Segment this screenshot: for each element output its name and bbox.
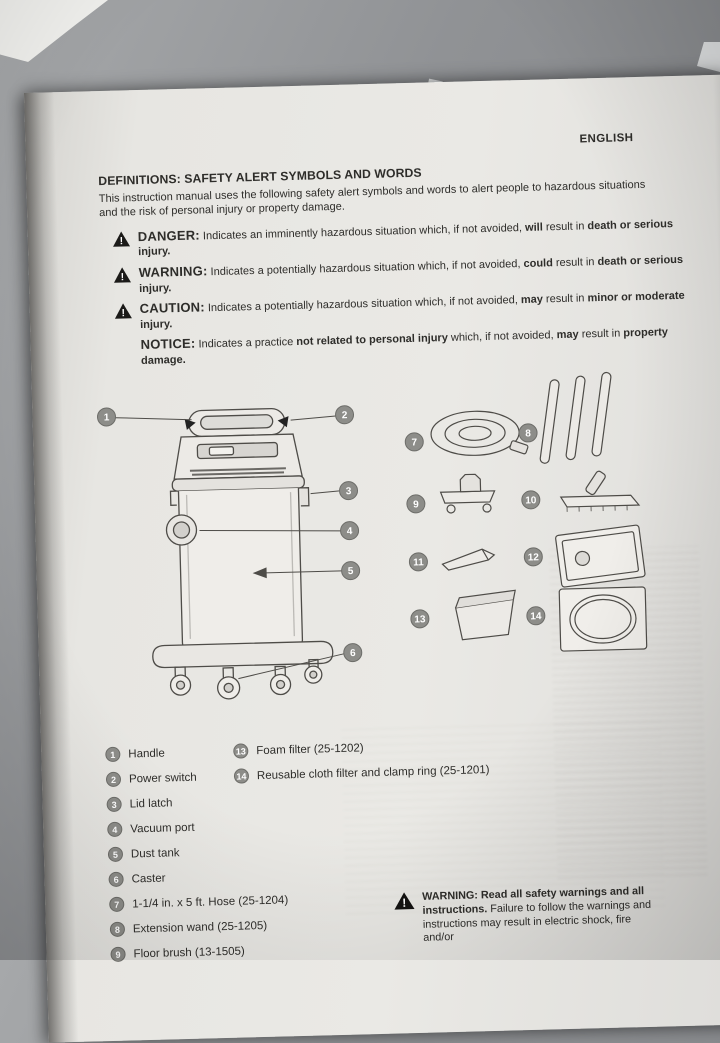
item-label: Foam filter (25-1202) (256, 742, 364, 757)
hose-icon (431, 410, 529, 457)
callout-number: 6 (350, 648, 356, 659)
alert-label: DANGER: (138, 227, 200, 244)
item-number-badge: 1 (105, 747, 120, 762)
parts-list-left-column: 1 Handle 2 Power switch 3 Lid latch 4 Vacuum… (105, 744, 239, 972)
part-number: 7 (411, 438, 417, 449)
warning-triangle-icon: ! (112, 229, 132, 261)
callout-number: 2 (342, 410, 348, 421)
item-label: Caster (131, 872, 165, 885)
crevice-tool-icon (442, 549, 495, 570)
warning-triangle-icon: ! (393, 891, 416, 947)
exclamation-glyph: ! (121, 308, 125, 319)
bottom-warning-box: ! WARNING: Read all safety warnings and … (393, 885, 662, 947)
item-number-badge: 5 (108, 847, 123, 862)
part-number: 12 (528, 552, 540, 563)
callout-number: 5 (348, 566, 354, 577)
item-number-badge: 6 (108, 872, 123, 887)
item-label: Reusable cloth filter and clamp ring (25… (257, 764, 490, 782)
language-label: ENGLISH (97, 132, 633, 158)
part-12-badge: 12 (524, 548, 542, 566)
foam-filter-icon (455, 591, 516, 641)
vacuum-drawing (146, 407, 334, 701)
part-10-badge: 10 (522, 491, 540, 509)
list-item: 3 Lid latch (106, 794, 234, 812)
list-item: 2 Power switch (106, 769, 234, 787)
part-number: 11 (413, 557, 424, 568)
item-label: Lid latch (129, 797, 172, 810)
part-13-badge: 13 (411, 610, 429, 628)
item-number-badge: 13 (233, 744, 248, 759)
list-item: 14 Reusable cloth filter and clamp ring (… (234, 762, 490, 784)
alert-body: Indicates a practice not related to pers… (141, 326, 668, 367)
exclamation-glyph: ! (120, 272, 124, 283)
item-number-badge: 3 (106, 797, 121, 812)
floor-brush-icon (560, 469, 639, 512)
page-content: ENGLISH DEFINITIONS: SAFETY ALERT SYMBOL… (24, 75, 720, 1043)
list-item: 1 Handle (105, 744, 233, 762)
lid-latch (300, 488, 308, 506)
warning-triangle-icon: ! (113, 265, 133, 297)
vacuum-parts-diagram: 1 2 3 4 5 6 (95, 363, 664, 723)
item-label: Vacuum port (130, 822, 195, 836)
item-label: Dust tank (131, 847, 180, 860)
paper-scrap-top-left (0, 0, 108, 62)
warning-triangle-icon: ! (113, 301, 133, 333)
item-number-badge: 14 (234, 769, 249, 784)
item-number-badge: 7 (109, 897, 124, 912)
paper-scrap-right-edge (697, 42, 720, 72)
list-item: 4 Vacuum port (107, 819, 235, 837)
warning-box-text: WARNING: Read all safety warnings and al… (422, 885, 662, 946)
part-number: 9 (413, 500, 419, 511)
callout-4: 4 (340, 522, 358, 540)
part-7-badge: 7 (405, 433, 423, 451)
clamp-ring-icon (559, 587, 647, 651)
part-number: 13 (414, 614, 426, 625)
parts-diagram: 1 2 3 4 5 6 (95, 363, 666, 723)
list-item: 6 Caster (108, 869, 236, 887)
alert-label: NOTICE: (140, 336, 195, 352)
alerts-section: ! DANGER: Indicates an imminently hazard… (112, 213, 720, 369)
dolly-base (153, 641, 334, 668)
exclamation-glyph: ! (120, 236, 124, 247)
part-14-badge: 14 (527, 607, 545, 625)
callout-3: 3 (339, 482, 357, 500)
item-number-badge: 2 (106, 772, 121, 787)
alert-label: WARNING: (139, 263, 208, 280)
manual-page: ENGLISH DEFINITIONS: SAFETY ALERT SYMBOL… (24, 75, 720, 1043)
part-9-badge: 9 (407, 495, 425, 513)
exclamation-glyph: ! (402, 896, 406, 910)
part-number: 14 (530, 611, 542, 622)
item-label: Handle (128, 747, 165, 760)
utility-nozzle-icon (440, 474, 495, 513)
callout-6: 6 (344, 644, 362, 662)
extension-wands-icon (537, 372, 613, 464)
item-label: Floor brush (13-1505) (133, 945, 245, 960)
callout-number: 1 (104, 413, 110, 424)
callout-number: 4 (347, 526, 353, 537)
list-item: 5 Dust tank (108, 844, 236, 862)
list-item: 13 Foam filter (25-1202) (233, 737, 489, 759)
part-8-badge: 8 (519, 424, 537, 442)
callout-2: 2 (335, 406, 353, 424)
item-number-badge: 8 (110, 922, 125, 937)
callout-5: 5 (341, 562, 359, 580)
item-number-badge: 4 (107, 822, 122, 837)
part-number: 8 (525, 429, 531, 440)
part-number: 10 (525, 495, 537, 506)
alert-label: CAUTION: (139, 299, 205, 316)
callout-number: 3 (346, 486, 352, 497)
filter-bag-icon (555, 525, 645, 588)
part-11-badge: 11 (409, 553, 427, 571)
item-label: Power switch (129, 771, 197, 785)
callout-1: 1 (97, 408, 115, 426)
